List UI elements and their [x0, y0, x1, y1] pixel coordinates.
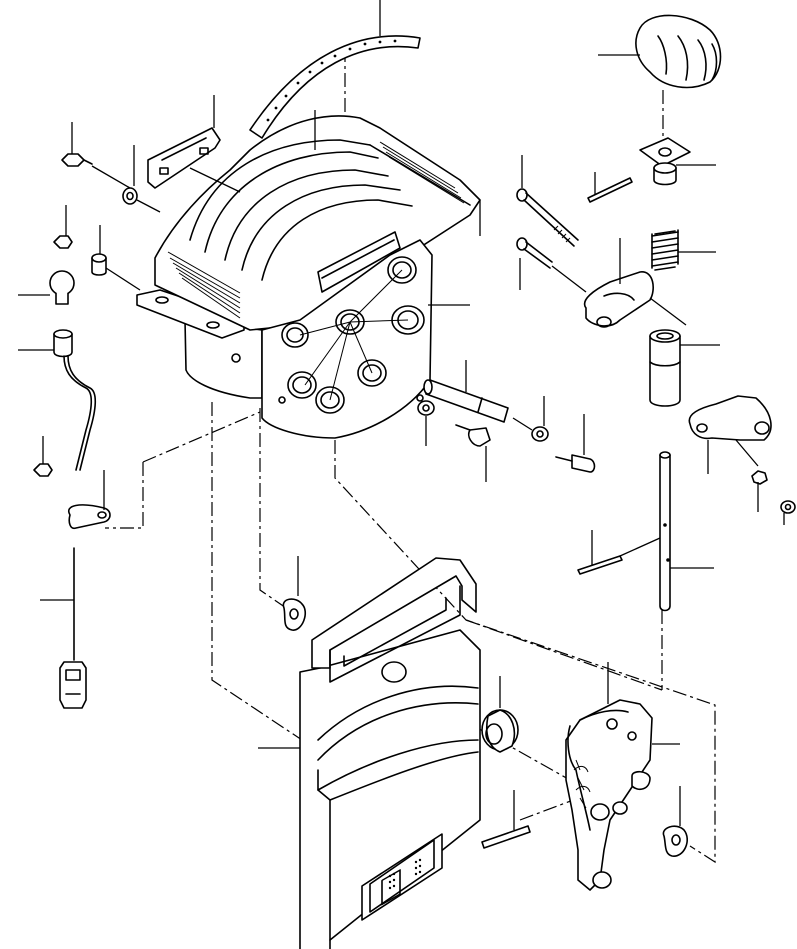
nut	[61, 122, 131, 189]
nut	[33, 436, 53, 477]
connector	[59, 661, 87, 709]
screw	[455, 424, 491, 482]
screw	[555, 414, 596, 473]
lever-shaft	[659, 451, 714, 612]
bushing-top	[91, 225, 141, 291]
lamp-socket	[18, 329, 73, 358]
yoke-upper	[583, 238, 687, 328]
pin	[587, 172, 633, 203]
base-plate	[258, 557, 481, 949]
spring	[651, 229, 716, 271]
wire-harness	[63, 355, 97, 471]
yoke-lower	[688, 395, 772, 474]
lamp-cover-plate	[147, 95, 241, 193]
washer	[417, 400, 435, 446]
clip	[67, 470, 111, 530]
bolt-short	[516, 237, 587, 293]
pin	[577, 530, 661, 575]
retainer-plate	[639, 137, 691, 167]
roller	[481, 676, 519, 753]
housing-cover	[136, 110, 481, 399]
lamp-bulb	[18, 270, 75, 305]
shift-knob	[598, 14, 722, 89]
base-plate	[261, 239, 470, 439]
washer	[512, 396, 549, 442]
washer	[282, 556, 307, 631]
nut	[751, 470, 768, 512]
nut	[53, 205, 73, 249]
washer	[780, 500, 796, 525]
pin	[423, 360, 509, 423]
sleeve	[649, 329, 720, 407]
pin	[481, 790, 531, 849]
wire-harness	[40, 547, 75, 661]
bushing-top	[653, 162, 716, 186]
washer	[662, 786, 688, 857]
washer	[122, 145, 161, 213]
bolt-long	[516, 155, 579, 247]
detent-lever	[565, 662, 680, 891]
indicator-strip	[249, 0, 421, 139]
